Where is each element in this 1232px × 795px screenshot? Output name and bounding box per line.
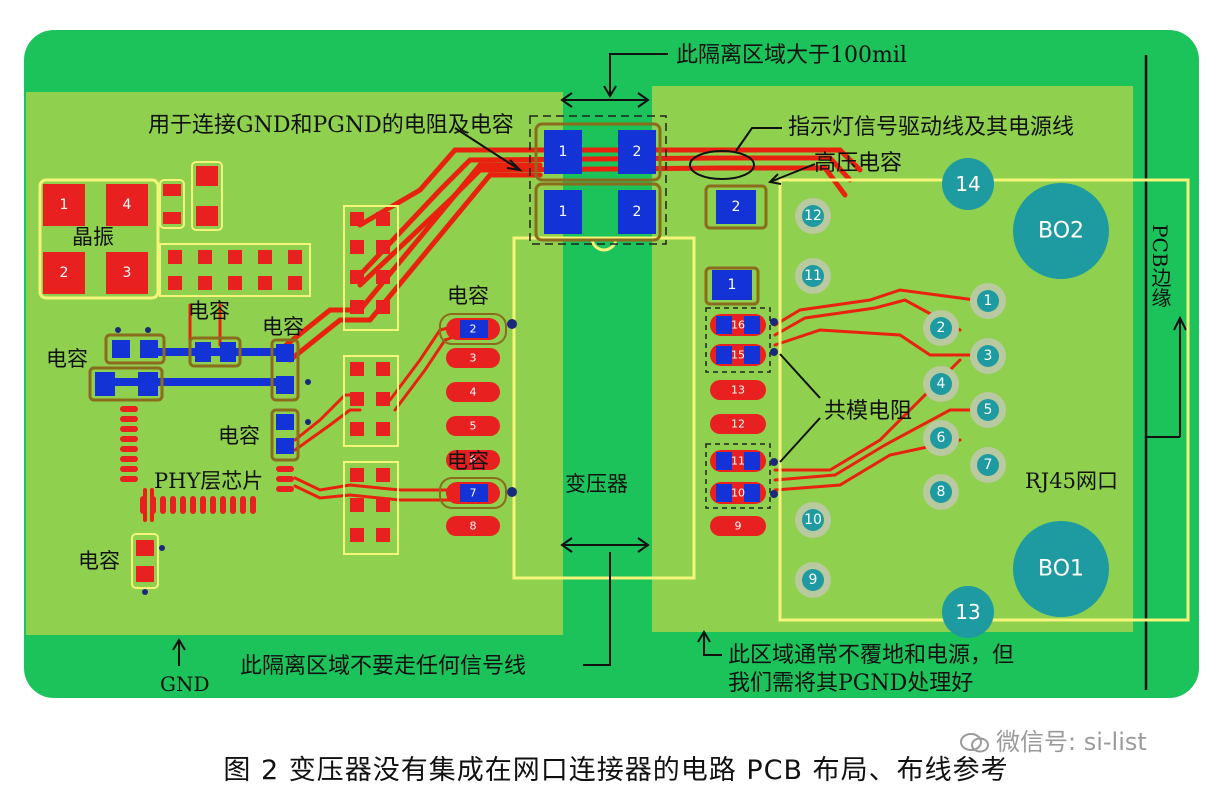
rc-pad-1b: 1 xyxy=(559,204,568,220)
small-caps-top xyxy=(159,161,223,231)
label-cap-1: 电容 xyxy=(188,299,230,323)
label-phy: PHY层芯片 xyxy=(154,469,263,493)
left-blue-caps xyxy=(88,327,311,462)
mount-12: 12 xyxy=(804,208,822,224)
crystal-pin-3: 3 xyxy=(123,265,132,281)
label-transformer: 变压器 xyxy=(565,472,628,496)
figure-caption: 图 2 变压器没有集成在网口连接器的电路 PCB 布局、布线参考 xyxy=(223,755,1009,786)
label-rj45: RJ45网口 xyxy=(1025,469,1118,493)
phy-chip xyxy=(120,406,294,514)
xfmr-pad-9: 9 xyxy=(735,520,742,533)
xfmr-pad-8: 8 xyxy=(470,520,477,533)
label-pcb-edge: PCB边缘 xyxy=(1148,224,1172,307)
label-hv-cap: 高压电容 xyxy=(814,151,902,176)
label-cap-6: 电容 xyxy=(447,284,489,308)
crystal-pin-1: 1 xyxy=(60,197,69,213)
hv-cap-pin-2: 2 xyxy=(732,199,741,215)
rj45-pin-6: 6 xyxy=(937,430,946,446)
rj45-holes: 12 11 10 9 1 2 3 4 5 6 7 8 14 13 BO2 BO1 xyxy=(795,158,1109,638)
xfmr-pad-7: 7 xyxy=(470,487,477,500)
rj45-pin-7: 7 xyxy=(984,457,993,473)
watermark-text: 微信号: si-list xyxy=(996,728,1147,756)
rj45-pin-4: 4 xyxy=(937,376,946,392)
label-led-lines: 指示灯信号驱动线及其电源线 xyxy=(788,115,1074,140)
xfmr-pad-16: 16 xyxy=(731,319,745,332)
bottom-left-cap xyxy=(131,533,165,595)
label-cap-5: 电容 xyxy=(78,549,120,573)
watermark: 微信号: si-list xyxy=(960,722,1147,757)
xfmr-pad-3: 3 xyxy=(470,352,477,365)
label-cap-3: 电容 xyxy=(46,347,88,371)
mid-cap-column xyxy=(343,205,399,555)
label-pgnd-note-2: 我们需将其PGND处理好 xyxy=(728,671,973,696)
rc-pad-2b: 2 xyxy=(633,204,642,220)
rj45-pin-3: 3 xyxy=(984,348,993,364)
crystal: 1 4 2 3 xyxy=(38,178,160,300)
label-pgnd-note-1: 此区域通常不覆地和电源，但 xyxy=(728,643,1014,668)
crystal-pin-2: 2 xyxy=(60,265,69,281)
rc-pad-2a: 2 xyxy=(633,144,642,160)
xfmr-pad-11: 11 xyxy=(731,455,745,468)
label-cap-4: 电容 xyxy=(218,424,260,448)
rj45-pin-2: 2 xyxy=(937,320,946,336)
pcb-diagram: 1 4 2 3 xyxy=(24,30,1199,698)
wechat-icon xyxy=(960,733,989,753)
hv-cap: 2 xyxy=(704,184,768,230)
mount-11: 11 xyxy=(804,268,822,284)
rc-pad-1a: 1 xyxy=(559,144,568,160)
rj45-pin-8: 8 xyxy=(937,484,946,500)
xfmr-pad-4: 4 xyxy=(470,386,477,399)
cap-array xyxy=(159,243,311,297)
xfmr-pad-10: 10 xyxy=(731,487,745,500)
mount-10: 10 xyxy=(804,512,822,528)
xfmr-pad-13: 13 xyxy=(731,384,745,397)
label-cap-7: 电容 xyxy=(447,449,489,473)
hole-14: 14 xyxy=(955,172,980,196)
xfmr-right-pads: 1 16 15 13 12 11 10 9 xyxy=(704,266,778,536)
xfmr-right-pin-1: 1 xyxy=(728,277,737,293)
annotation-lines xyxy=(172,53,821,666)
label-gnd: GND xyxy=(160,672,210,696)
traces xyxy=(143,147,977,522)
rj45-pin-1: 1 xyxy=(984,293,993,309)
gnd-pgnd-rc: 1 2 1 2 xyxy=(529,115,667,245)
pcb-edge-arrowhead xyxy=(1173,315,1187,331)
xfmr-pad-6: 6 xyxy=(470,454,477,467)
transformer-outline xyxy=(512,236,696,580)
label-isolation-100mil: 此隔离区域大于100mil xyxy=(676,43,907,68)
hole-13: 13 xyxy=(955,600,980,624)
label-cap-2: 电容 xyxy=(262,315,304,339)
mount-9: 9 xyxy=(809,572,818,588)
rj45-pin-5: 5 xyxy=(984,402,993,418)
transformer-notch xyxy=(590,237,618,252)
xfmr-pad-5: 5 xyxy=(470,420,477,433)
label-common-mode: 共模电阻 xyxy=(824,399,912,424)
hole-bo2: BO2 xyxy=(1038,219,1084,244)
hole-bo1: BO1 xyxy=(1038,557,1084,582)
xfmr-pad-15: 15 xyxy=(731,349,745,362)
xfmr-left-pads: 2 3 4 5 6 7 8 xyxy=(439,313,517,536)
xfmr-pad-12: 12 xyxy=(731,418,745,431)
label-no-signal: 此隔离区域不要走任何信号线 xyxy=(240,654,526,679)
label-gnd-pgnd-rc: 用于连接GND和PGND的电阻及电容 xyxy=(148,113,514,138)
crystal-pin-4: 4 xyxy=(123,197,132,213)
label-crystal: 晶振 xyxy=(72,225,114,249)
xfmr-pad-2: 2 xyxy=(470,323,477,336)
